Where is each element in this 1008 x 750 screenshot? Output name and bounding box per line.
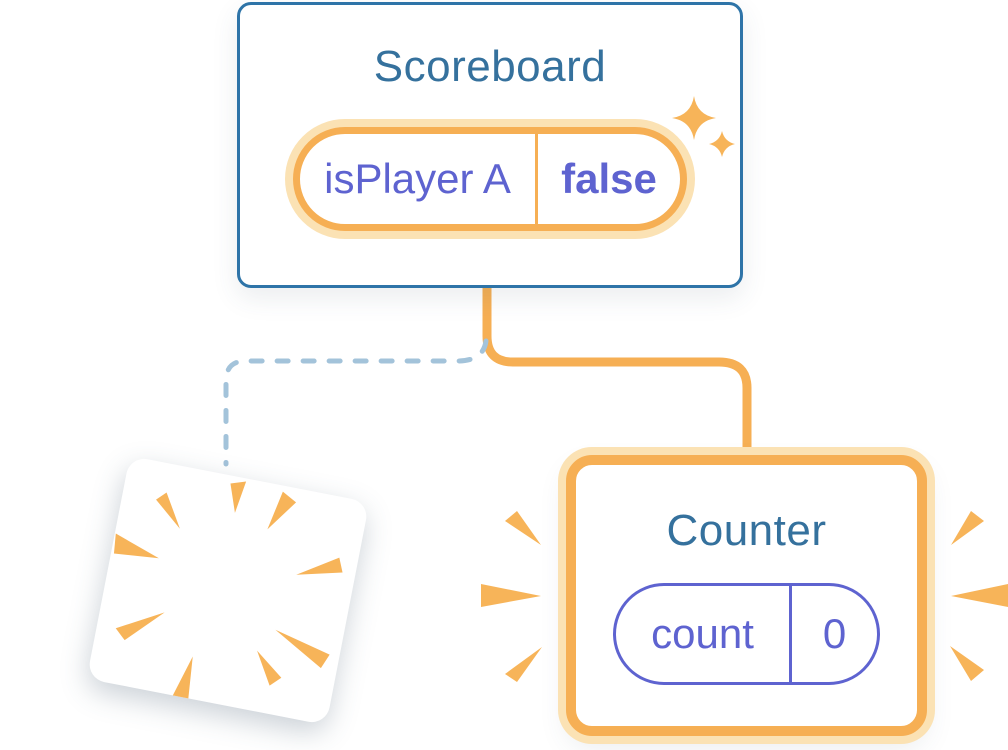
counter-title: Counter	[666, 506, 827, 555]
removed-component-card	[86, 455, 370, 726]
removed-connector-dashed-line	[223, 338, 489, 467]
scoreboard-state-pill: isPlayer A false	[293, 127, 687, 231]
sparkles-icon	[672, 96, 735, 157]
poof-burst-icon	[113, 481, 343, 703]
counter-component-card: Counter count 0	[566, 455, 927, 736]
scoreboard-component-card: Scoreboard isPlayer A false	[237, 2, 743, 288]
counter-state-key: count	[651, 610, 754, 657]
scoreboard-state-value: false	[561, 155, 657, 202]
counter-state-value: 0	[822, 610, 847, 657]
connector-line	[482, 287, 752, 456]
scoreboard-state-key: isPlayer A	[324, 155, 511, 202]
pill-divider	[535, 134, 538, 224]
scoreboard-title: Scoreboard	[373, 42, 607, 91]
emphasis-burst-right-icon	[950, 511, 1008, 681]
pill-divider	[789, 586, 792, 682]
emphasis-burst-left-icon	[481, 511, 542, 682]
counter-state-pill: count 0	[613, 583, 880, 685]
